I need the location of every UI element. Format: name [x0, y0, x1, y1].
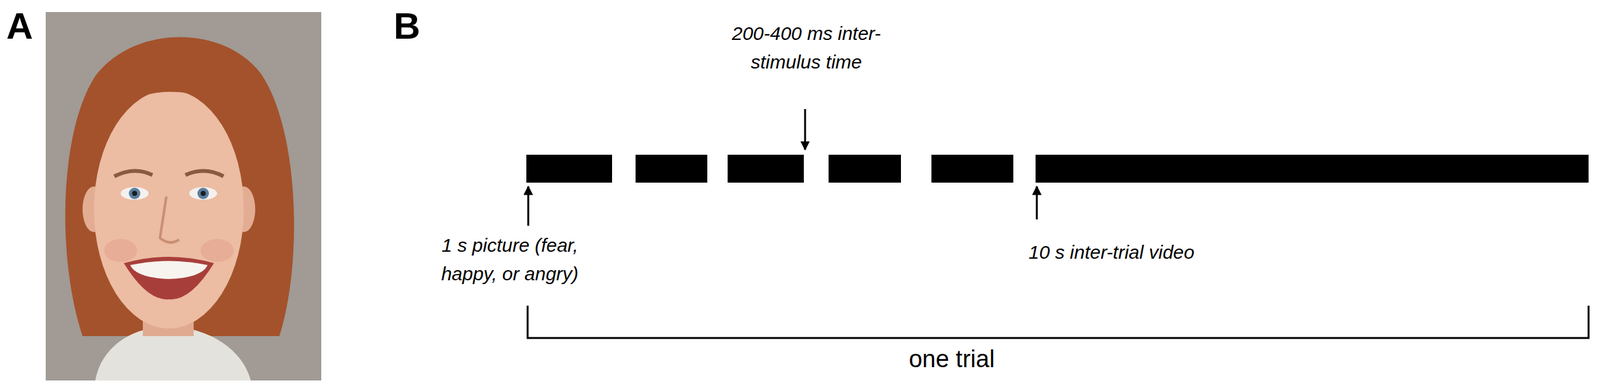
- stimulus-bar: [526, 154, 613, 183]
- panel-letter: B: [393, 7, 421, 45]
- trial-bracket: [527, 306, 1589, 339]
- iris: [128, 187, 141, 200]
- pupil: [200, 191, 206, 197]
- pointer-arrows: [528, 109, 1037, 227]
- cheek: [200, 239, 234, 263]
- annotation: 10 s inter-trial video: [1028, 238, 1195, 267]
- face: [93, 90, 244, 329]
- photo-ground: [45, 12, 322, 381]
- pointer-arrow: [1036, 186, 1039, 220]
- eye: [120, 187, 149, 200]
- panel-letter: A: [6, 7, 34, 45]
- iris: [197, 187, 209, 200]
- cheek: [104, 239, 138, 263]
- annotation: 200-400 ms inter-stimulus time: [704, 19, 908, 77]
- hair-side: [215, 82, 251, 185]
- nose: [160, 196, 180, 243]
- pointer-arrow: [804, 109, 807, 150]
- stimulus-bar: [931, 154, 1014, 183]
- pupil: [132, 191, 138, 197]
- video-bar: [1035, 154, 1589, 183]
- annotation: 1 s picture (fear, happy, or angry): [417, 231, 602, 289]
- bracket-label: one trial: [824, 344, 1079, 374]
- face-photo: [45, 12, 322, 381]
- teeth: [130, 261, 208, 280]
- pointer-arrow: [527, 186, 530, 227]
- stimulus-bar: [828, 154, 901, 183]
- timeline: [526, 154, 1589, 183]
- stimulus-bar: [727, 154, 804, 183]
- eyebrow: [114, 170, 153, 177]
- eyebrow: [185, 170, 224, 177]
- eye: [189, 187, 218, 200]
- stimulus-bar: [635, 154, 708, 183]
- mouth: [123, 257, 214, 300]
- hair: [65, 37, 294, 337]
